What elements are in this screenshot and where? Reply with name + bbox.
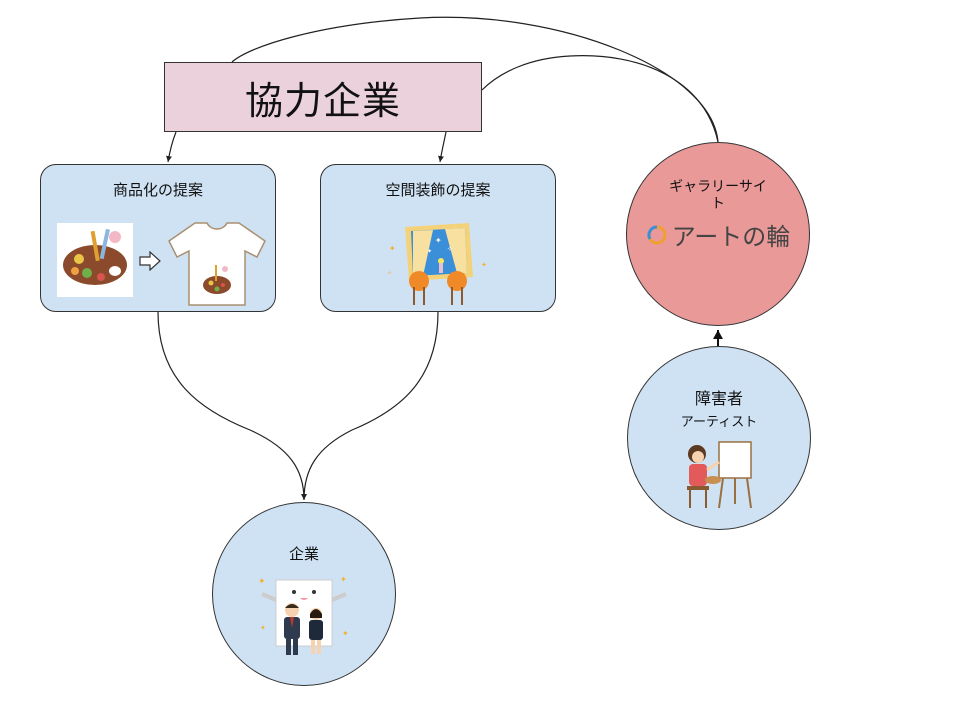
logo-text: アートの輪 (671, 223, 791, 251)
svg-text:✦: ✦ (258, 577, 266, 587)
gallery-site-label: ギャラリーサイト (669, 179, 767, 212)
artist-sublabel: アーティスト (680, 415, 758, 430)
businesspeople-icon: ✦ ✦ ✦ ✦ (258, 575, 349, 655)
edge-gallery-to-partner-inner (481, 55, 719, 143)
svg-text:✦: ✦ (435, 236, 442, 245)
partner-company-box: 協力企業 (164, 62, 482, 132)
svg-text:✦: ✦ (427, 248, 432, 255)
partner-company-label: 協力企業 (244, 78, 401, 123)
product-proposal-box: 商品化の提案 (40, 164, 276, 312)
art-no-wa-logo: アートの輪 (646, 217, 791, 252)
svg-text:✦: ✦ (260, 624, 266, 632)
gallery-site-circle: ギャラリーサイト アートの輪 (626, 142, 810, 326)
artist-label: 障害者 (694, 389, 743, 408)
product-proposal-label: 商品化の提案 (112, 181, 203, 199)
ring-logo-icon (647, 224, 667, 244)
window-decoration-icon: ✦ ✧ ✦ ✦ ✦ ✧ (387, 223, 487, 305)
edge-space-to-company (303, 311, 439, 501)
company-label: 企業 (288, 545, 319, 563)
palette-icon (57, 223, 133, 297)
edge-gallery-to-partner-outer (231, 16, 719, 143)
svg-text:✦: ✦ (342, 629, 349, 638)
space-proposal-box: 空間装飾の提案 ✦ ✧ ✦ ✦ ✦ ✧ (320, 164, 556, 312)
space-proposal-label: 空間装飾の提案 (385, 181, 491, 199)
svg-text:✦: ✦ (389, 244, 396, 253)
painter-icon (687, 441, 752, 509)
svg-text:✧: ✧ (447, 245, 453, 253)
edge-partner-to-product (166, 131, 177, 163)
company-circle: 企業 ✦ ✦ ✦ ✦ (212, 502, 396, 686)
svg-text:✦: ✦ (340, 575, 347, 584)
edge-product-to-company (157, 311, 307, 501)
tshirt-icon (168, 222, 266, 306)
svg-text:✧: ✧ (387, 270, 392, 277)
artist-circle: 障害者 アーティスト (627, 346, 811, 530)
arrow-right-icon (139, 251, 161, 271)
edge-partner-to-space (438, 131, 447, 163)
svg-text:✦: ✦ (481, 261, 487, 269)
